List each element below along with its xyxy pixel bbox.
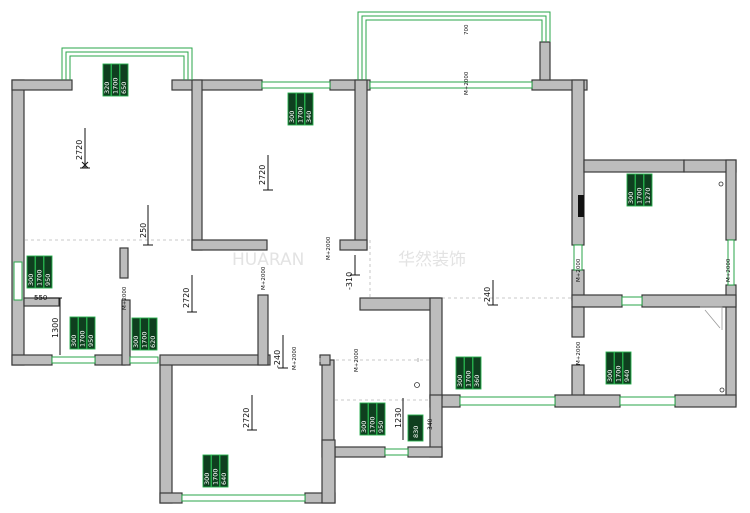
- window-tag-value: 1700: [297, 106, 305, 123]
- window-tag-cell: [643, 173, 653, 207]
- window-tag-cell: [622, 351, 632, 385]
- window-tag-value: 1270: [644, 187, 652, 204]
- window-tag-value: 300: [288, 111, 296, 123]
- window-tag-cell: [376, 402, 386, 436]
- window-tag-value: 300: [70, 335, 78, 347]
- door-label: M+2000: [576, 258, 582, 282]
- dim-bath-width: 550: [34, 294, 47, 302]
- window-tag-cell: [148, 317, 158, 351]
- room-boundaries: [25, 239, 572, 401]
- window-tag-cell: [296, 92, 305, 126]
- window-tag-value: 1700: [636, 187, 644, 204]
- height-label-bedroom-nw: 2720: [75, 140, 84, 160]
- window-tag-cell: [464, 356, 473, 390]
- window-tag-cell: [304, 92, 314, 126]
- window-tag-value: 620: [149, 336, 157, 348]
- window-tag-value: 300: [456, 375, 464, 387]
- window-tag-value: 360: [473, 375, 481, 387]
- window-tag-value: 950: [87, 335, 95, 347]
- window-tag-value: 1700: [615, 365, 623, 382]
- dim-kitchen-width: 1230: [394, 408, 403, 428]
- window-tag-cell: [111, 63, 120, 97]
- window-tag-value: 300: [606, 370, 614, 382]
- door-label: M+2000: [292, 346, 298, 370]
- window-tag-cell: [86, 316, 96, 350]
- window-tag-value: 940: [623, 370, 631, 382]
- window-tag-value: 1700: [112, 77, 120, 94]
- window-tag-value: 300: [203, 473, 211, 485]
- door-label: M+2000: [326, 236, 332, 260]
- door-label: M+2000: [726, 258, 732, 282]
- window-tag-cell: [368, 402, 377, 436]
- door-label: M+2000: [261, 266, 267, 290]
- window-tag-value: 1700: [369, 416, 377, 433]
- height-label-living: -240: [483, 287, 492, 305]
- height-label-step-a: -310: [345, 272, 354, 290]
- window-tag-value: 300: [627, 192, 635, 204]
- window-label-top: 700: [464, 24, 470, 35]
- kitchen-tag-label: 830: [412, 426, 420, 438]
- windows: [13, 11, 735, 502]
- dimensions: 550 1300 1230: [34, 294, 404, 440]
- window-tag-cell: [614, 351, 623, 385]
- window-tag-cell: [26, 255, 36, 289]
- window-tag-cell: [78, 316, 87, 350]
- window-tag-value: 300: [360, 421, 368, 433]
- window-tag-cell: [202, 454, 212, 488]
- kitchen-tag-box: [407, 414, 424, 442]
- window-tag-value: 950: [377, 421, 385, 433]
- window-tag-cell: [359, 402, 369, 436]
- height-label-hall: 2720: [182, 288, 191, 308]
- height-markers: 2720 2720 250 2720 -310 -240 -240 2720: [75, 128, 498, 431]
- height-label-bedroom-s: 2720: [242, 408, 251, 428]
- window-tag-value: 340: [305, 111, 313, 123]
- window-tag-value: 650: [120, 82, 128, 94]
- window-tag-value: 950: [44, 274, 52, 286]
- window-tag-value: 320: [103, 82, 111, 94]
- watermark-latin: HUARAN: [232, 250, 304, 270]
- window-tag-cell: [35, 255, 44, 289]
- window-tag-cell: [69, 316, 79, 350]
- window-tag-cell: [211, 454, 220, 488]
- window-tag-value: 1700: [141, 331, 149, 348]
- door-label: M+2000: [354, 348, 360, 372]
- window-tag-value: 1700: [36, 269, 44, 286]
- window-tag-value: 1700: [79, 330, 87, 347]
- window-tag-cell: [455, 356, 465, 390]
- door-label: M+2000: [576, 341, 582, 365]
- height-label-step-b: -240: [273, 350, 282, 368]
- window-tag-cell: [472, 356, 482, 390]
- window-tag-value: 300: [27, 274, 35, 286]
- window-tag-cell: [43, 255, 53, 289]
- height-label-bedroom-n: 2720: [258, 165, 267, 185]
- window-tag-cell: [287, 92, 297, 126]
- window-tag-cell: [131, 317, 141, 351]
- kitchen-tag-label-2: 340: [427, 418, 434, 430]
- window-tag-value: 640: [220, 473, 228, 485]
- window-tag-cell: [140, 317, 149, 351]
- window-tag-cell: [119, 63, 129, 97]
- window-tag-cell: [626, 173, 636, 207]
- window-tag-value: 1700: [212, 468, 220, 485]
- window-tag-cell: [219, 454, 229, 488]
- window-tag-value: 1700: [465, 370, 473, 387]
- door-label: M+2000: [122, 286, 128, 310]
- window-tag-cell: [605, 351, 615, 385]
- dim-bath-depth: 1300: [51, 318, 60, 338]
- window-tag-cell: [635, 173, 644, 207]
- watermark-chinese: 华然装饰: [398, 250, 466, 270]
- door-label: M+2000: [464, 71, 470, 95]
- doors: [319, 181, 725, 393]
- door-labels: M+2000 M+2000 M+2000 M+2000 M+2000 M+200…: [122, 24, 732, 372]
- window-tag-value: 300: [132, 336, 140, 348]
- window-tag-cell: [102, 63, 112, 97]
- height-label-passage: 250: [139, 223, 148, 238]
